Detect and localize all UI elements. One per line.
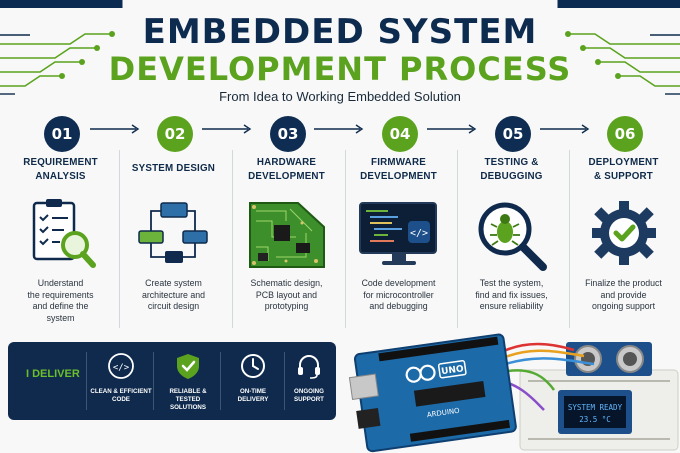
arrow-right-icon [540, 124, 590, 134]
column-divider [345, 150, 346, 328]
step-title: DEPLOYMENT& SUPPORT [588, 157, 659, 182]
page-title-line2: DEVELOPMENT PROCESS [108, 50, 572, 88]
step-number-badge: 04 [382, 116, 418, 152]
clock-icon [241, 354, 265, 378]
board-label: UNO [441, 364, 465, 377]
code-circle-icon: </> [108, 353, 134, 379]
divider [220, 352, 221, 410]
divider [153, 352, 154, 410]
block-diagram-icon [138, 202, 208, 263]
step-deployment-support: 06 DEPLOYMENT& SUPPORT Finalize the prod… [567, 112, 680, 327]
oled-line2: 23.5 °C [579, 415, 611, 424]
arrow-right-icon [202, 124, 252, 134]
step-number-badge: 06 [607, 116, 643, 152]
top-border [0, 0, 680, 8]
step-number-badge: 01 [44, 116, 80, 152]
page-title-line1: EMBEDDED SYSTEM [142, 12, 538, 52]
arrow-right-icon [90, 124, 140, 134]
code-monitor-icon: </> [359, 202, 437, 265]
column-divider [119, 150, 120, 328]
column-divider [569, 150, 570, 328]
bug-magnifier-icon [478, 202, 547, 271]
column-divider [232, 150, 233, 328]
step-number-badge: 02 [157, 116, 193, 152]
step-number-badge: 05 [495, 116, 531, 152]
svg-text:</>: </> [410, 228, 428, 239]
step-testing-debugging: 05 TESTING &DEBUGGING Test the system,fi… [455, 112, 568, 327]
pcb-board-icon [249, 202, 325, 268]
checklist-magnifier-icon [32, 199, 96, 268]
step-number-badge: 03 [270, 116, 306, 152]
arduino-hardware-photo: SYSTEM READY 23.5 °C UNO ARDUINO [348, 333, 679, 453]
deliver-label: I DELIVER [26, 368, 80, 380]
headset-icon [298, 355, 320, 379]
arrow-right-icon [427, 124, 477, 134]
divider [284, 352, 285, 410]
divider [86, 352, 87, 410]
circuit-traces-right [565, 31, 680, 95]
arrow-right-icon [314, 124, 364, 134]
oled-line1: SYSTEM READY [568, 403, 623, 412]
svg-text:</>: </> [113, 363, 130, 373]
circuit-traces-left [0, 31, 115, 95]
shield-check-icon [177, 354, 199, 379]
gear-check-icon [592, 201, 656, 265]
step-title: SYSTEM DESIGN [131, 163, 216, 174]
column-divider [457, 150, 458, 328]
step-title: TESTING &DEBUGGING [480, 157, 543, 182]
step-description: Test the system,find and fix issues,ensu… [475, 278, 548, 311]
page-subtitle: From Idea to Working Embedded Solution [219, 89, 461, 104]
